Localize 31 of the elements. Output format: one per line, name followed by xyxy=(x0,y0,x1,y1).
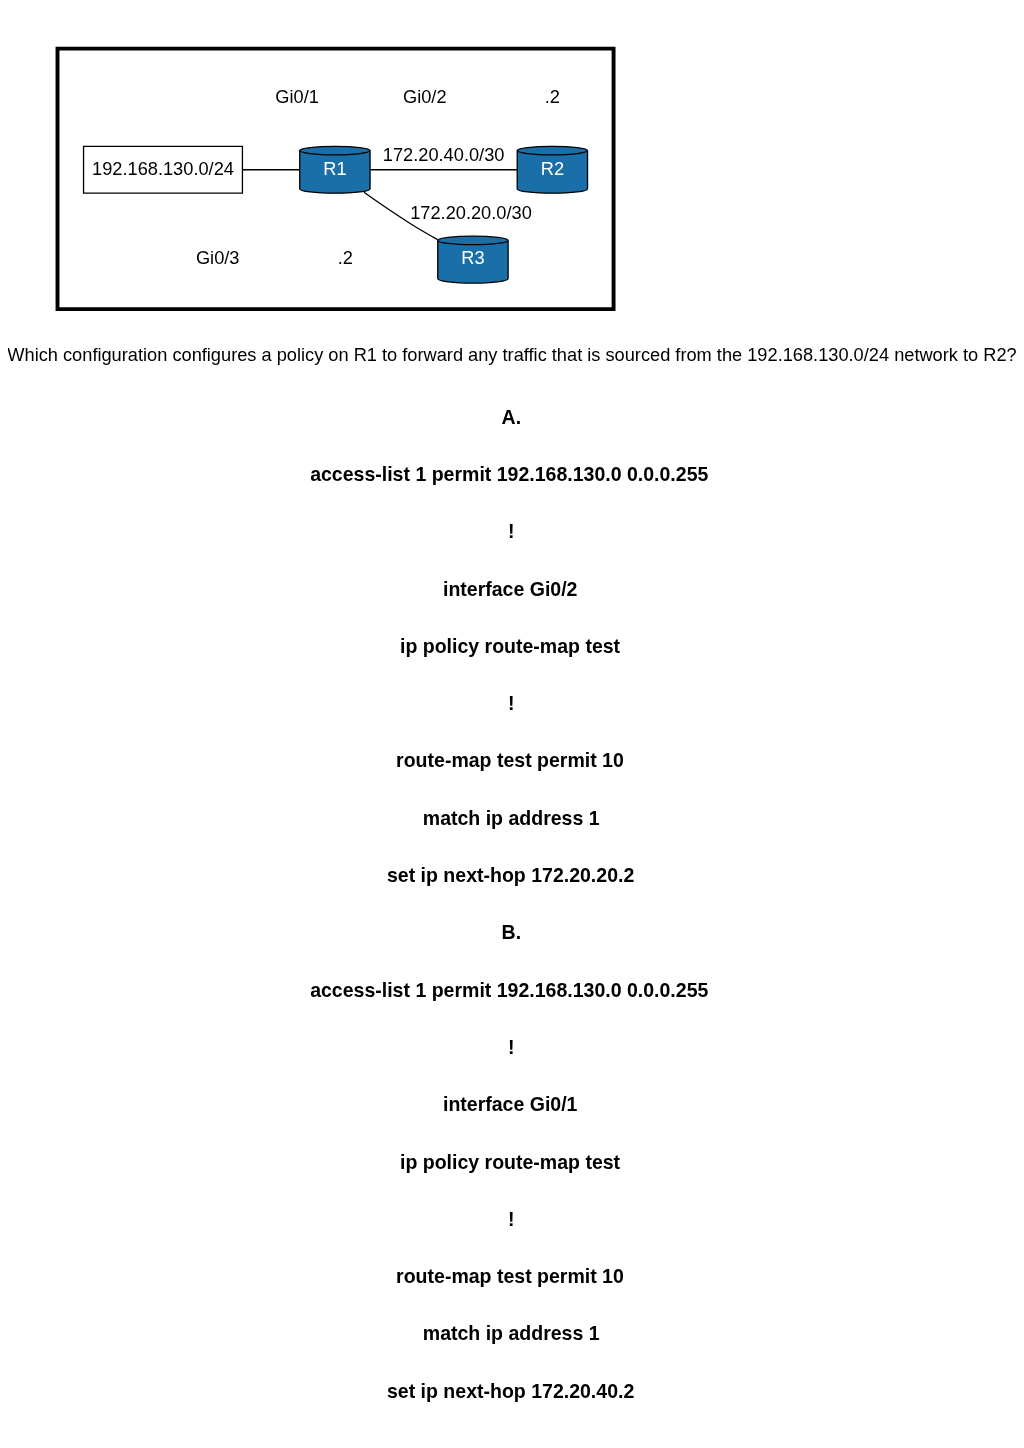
label: Gi0/2 xyxy=(402,85,447,107)
label: ip policy route-map test xyxy=(400,1150,621,1173)
label: interface Gi0/2 xyxy=(442,577,578,600)
label: B. xyxy=(501,920,522,943)
cluster xyxy=(55,46,616,311)
label: access-list 1 permit 192.168.130.0 0.0.0.255 xyxy=(310,978,709,1001)
label: A. xyxy=(501,405,522,428)
label: match ip address 1 xyxy=(422,1321,600,1344)
edge-label: 172.20.20.0/30 xyxy=(410,201,532,223)
label: ! xyxy=(508,519,515,542)
label: set ip next-hop 172.20.40.2 xyxy=(386,1379,635,1402)
label: ! xyxy=(508,1207,515,1230)
label: ! xyxy=(508,1035,515,1058)
label: Gi0/3 xyxy=(195,246,240,268)
label: set ip next-hop 172.20.20.2 xyxy=(386,863,635,886)
label: .2 xyxy=(544,85,560,107)
label: route-map test permit 10 xyxy=(396,1264,624,1287)
label: ip policy route-map test xyxy=(400,634,621,657)
label: ! xyxy=(508,691,515,714)
connector xyxy=(369,168,518,170)
node-box: 192.168.130.0/24 xyxy=(82,145,244,194)
label: interface Gi0/1 xyxy=(442,1092,578,1115)
label: Which configuration configures a policy on R1 to forward any traffic that is sourced from the 192.168.130.0/24 network to R2? xyxy=(7,343,1017,365)
label: match ip address 1 xyxy=(422,806,600,829)
label: route-map test permit 10 xyxy=(396,748,624,771)
connector xyxy=(363,191,439,240)
connector xyxy=(241,168,301,170)
edge-label: 172.20.40.0/30 xyxy=(382,143,505,165)
label: Gi0/1 xyxy=(275,85,319,107)
label: access-list 1 permit 192.168.130.0 0.0.0.255 xyxy=(310,462,709,485)
label: .2 xyxy=(337,246,353,268)
